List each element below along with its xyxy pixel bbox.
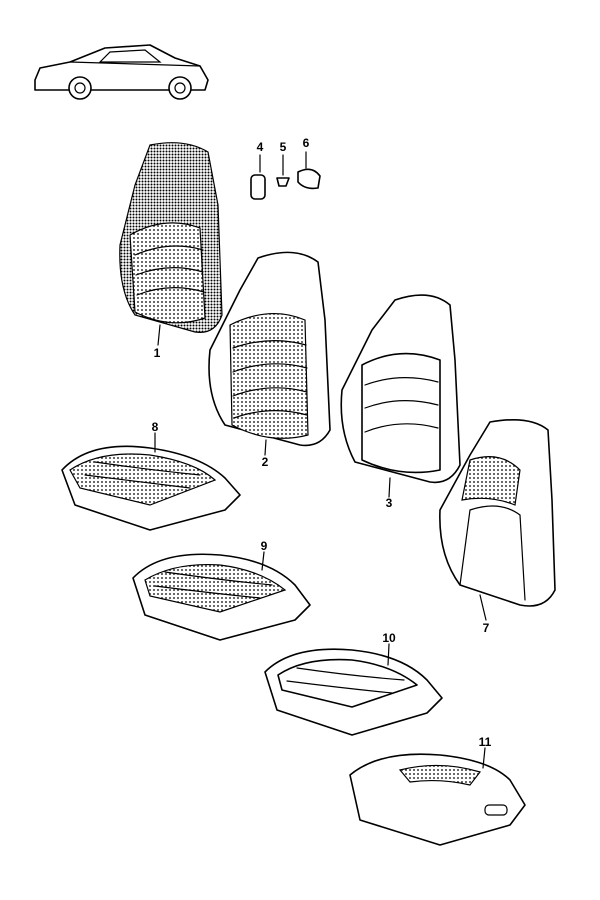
part-9-seat-cushion xyxy=(132,551,311,641)
part-7-backrest-padding xyxy=(439,419,556,621)
label-3: 3 xyxy=(386,496,393,510)
part-1-backrest xyxy=(119,142,223,346)
label-1: 1 xyxy=(154,346,161,360)
part-2-backrest xyxy=(208,251,331,456)
label-11: 11 xyxy=(479,735,492,749)
parts-4-5-6-small xyxy=(250,151,321,200)
part-8-seat-cushion xyxy=(61,432,241,531)
label-8: 8 xyxy=(152,420,159,434)
label-4: 4 xyxy=(257,140,264,154)
part-3-backrest xyxy=(340,294,461,498)
part-10-seat-cushion xyxy=(264,643,443,736)
label-2: 2 xyxy=(262,455,269,469)
label-10: 10 xyxy=(382,631,396,645)
label-6: 6 xyxy=(303,136,310,150)
car-illustration xyxy=(34,44,209,100)
label-5: 5 xyxy=(280,140,287,154)
label-9: 9 xyxy=(261,539,268,553)
label-7: 7 xyxy=(483,621,490,635)
part-11-cushion-padding xyxy=(349,747,526,846)
